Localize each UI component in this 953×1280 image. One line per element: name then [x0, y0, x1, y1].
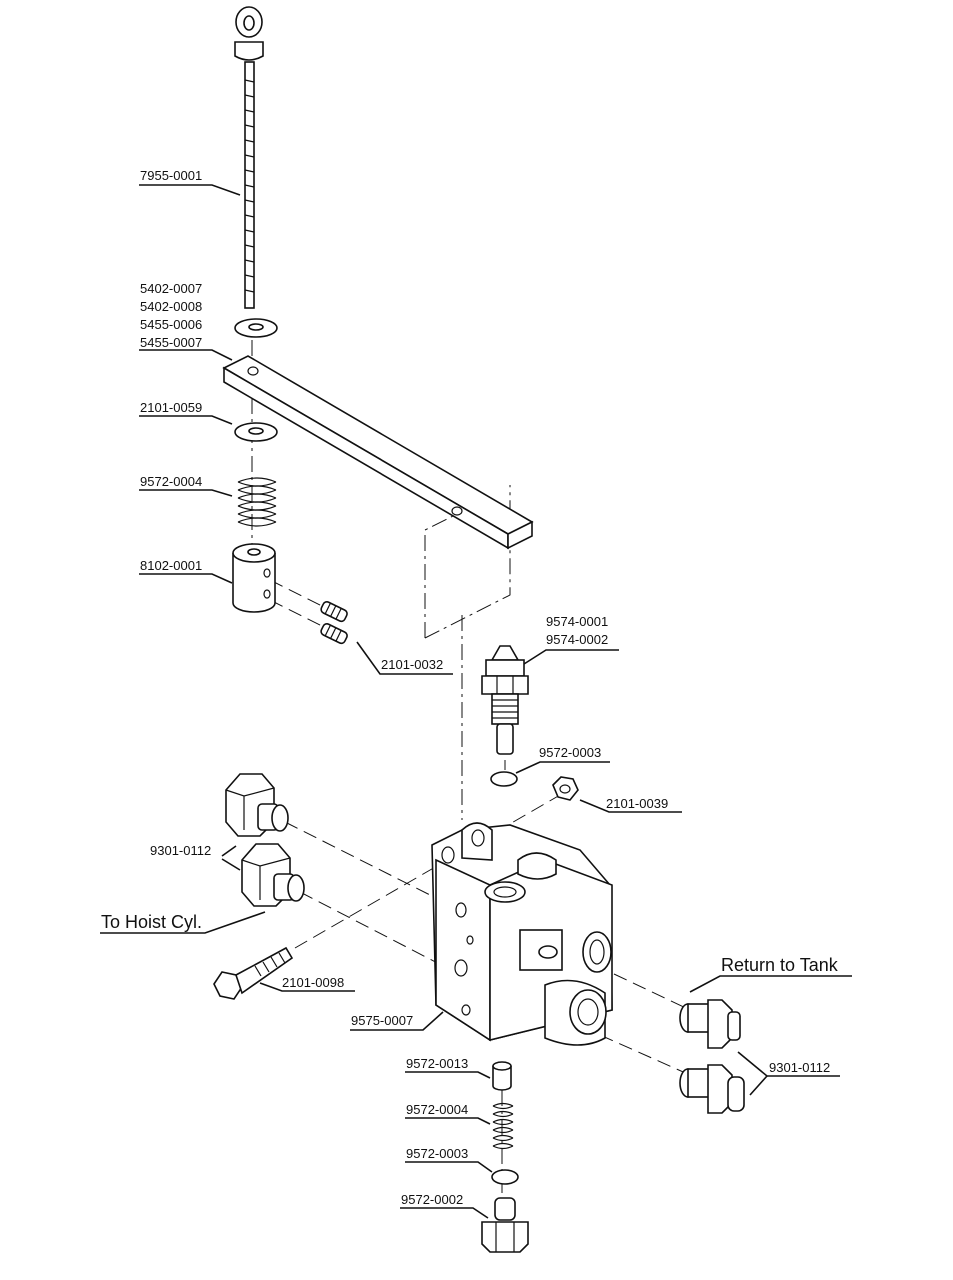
upper-right-fitting-part — [679, 999, 741, 1049]
lower-o-ring-part — [491, 1169, 519, 1185]
upper-spring-part — [237, 477, 277, 527]
upper-left-fitting-part — [225, 773, 289, 837]
eye-rod-part — [234, 6, 264, 309]
label-5455-0007: 5455-0007 — [140, 335, 202, 350]
label-2101-0059: 2101-0059 — [140, 400, 202, 415]
label-9572-0003-lower: 9572-0003 — [406, 1146, 468, 1161]
label-9574-0002: 9574-0002 — [546, 632, 608, 647]
label-7955-0001: 7955-0001 — [140, 168, 202, 183]
nut-part — [552, 776, 579, 801]
upper-o-ring-part — [490, 771, 518, 787]
label-9574-0001: 9574-0001 — [546, 614, 608, 629]
label-9572-0003-upper: 9572-0003 — [539, 745, 601, 760]
label-9572-0002: 9572-0002 — [401, 1192, 463, 1207]
label-9575-0007: 9575-0007 — [351, 1013, 413, 1028]
pin-part — [492, 1061, 512, 1091]
label-9301-0112-left: 9301-0112 — [150, 843, 211, 858]
lower-right-fitting-part — [679, 1064, 745, 1114]
label-9572-0013: 9572-0013 — [406, 1056, 468, 1071]
lower-spring-part — [492, 1102, 514, 1150]
label-2101-0098: 2101-0098 — [282, 975, 344, 990]
valve-body-part — [431, 822, 613, 1046]
upper-washer-part — [234, 318, 278, 338]
label-5455-0006: 5455-0006 — [140, 317, 202, 332]
plug-part — [481, 1197, 529, 1253]
label-to-hoist-cyl: To Hoist Cyl. — [101, 912, 202, 932]
label-5402-0008: 5402-0008 — [140, 299, 202, 314]
collar-part — [232, 543, 276, 613]
label-9301-0112-right: 9301-0112 — [769, 1060, 830, 1075]
assembly-lines — [251, 340, 691, 1210]
label-8102-0001: 8102-0001 — [140, 558, 202, 573]
plunger-part — [481, 645, 529, 755]
bolt-part — [213, 946, 294, 1000]
label-2101-0032: 2101-0032 — [381, 657, 443, 672]
lower-left-fitting-part — [241, 843, 305, 907]
lever-bar-part — [222, 355, 534, 550]
label-2101-0039: 2101-0039 — [606, 796, 668, 811]
set-screws-part — [320, 601, 348, 645]
lower-washer-part — [234, 422, 278, 442]
leader-lines — [100, 184, 852, 1219]
label-9572-0004-lower: 9572-0004 — [406, 1102, 468, 1117]
label-9572-0004-upper: 9572-0004 — [140, 474, 202, 489]
label-return-to-tank: Return to Tank — [721, 955, 839, 975]
label-5402-0007: 5402-0007 — [140, 281, 202, 296]
callout-labels: 7955-0001 5402-0007 5402-0008 5455-0006 … — [101, 168, 839, 1207]
